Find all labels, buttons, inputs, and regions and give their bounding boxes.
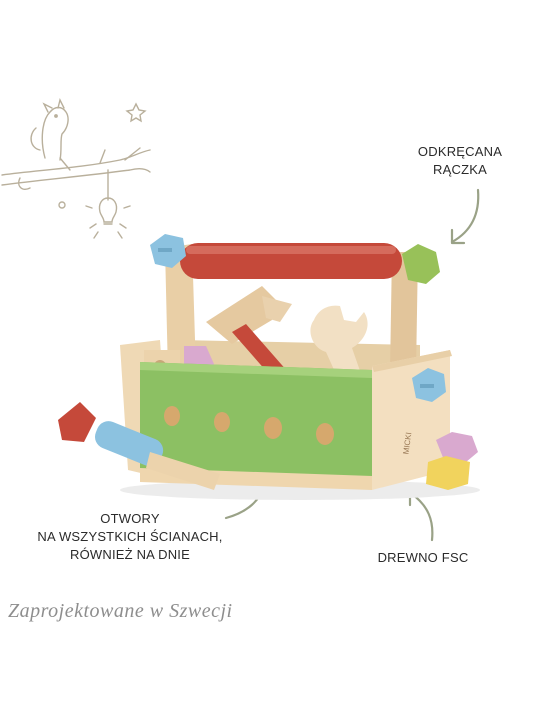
fsc-arrow [410,492,434,542]
handle-arrow [450,188,480,244]
label-holes-line3: RÓWNIEŻ NA DNIE [69,547,190,562]
wooden-toolbox: MICKI [58,234,480,500]
handle-arrowhead [450,228,466,245]
screwdriver-red-head [58,402,96,442]
label-holes-line1: OTWORY [100,511,160,526]
loose-yellow-block [426,456,470,490]
tagline: Zaprojektowane w Szwecji [8,600,233,622]
hammer-head [206,286,276,344]
loose-pink-nut [436,432,478,462]
label-holes-line2: NA WSZYSTKICH ŚCIANACH, [37,529,223,544]
front-holes [164,406,334,445]
brand-mark: MICKI [401,432,413,455]
label-handle: ODKRĘCANA RĄCZKA [390,143,530,179]
label-holes: OTWORY NA WSZYSTKICH ŚCIANACH, RÓWNIEŻ N… [20,510,240,564]
sketch-illustration [1,97,151,239]
label-fsc: DREWNO FSC [377,550,469,565]
right-post [390,252,418,372]
screwdriver-shaft [146,452,220,490]
screwdriver-blue-handle [94,421,164,467]
green-front-panel [140,362,372,478]
left-post [165,244,196,374]
label-handle-line2: RĄCZKA [433,162,487,177]
label-handle-line1: ODKRĘCANA [417,144,503,159]
green-nut [402,244,440,284]
